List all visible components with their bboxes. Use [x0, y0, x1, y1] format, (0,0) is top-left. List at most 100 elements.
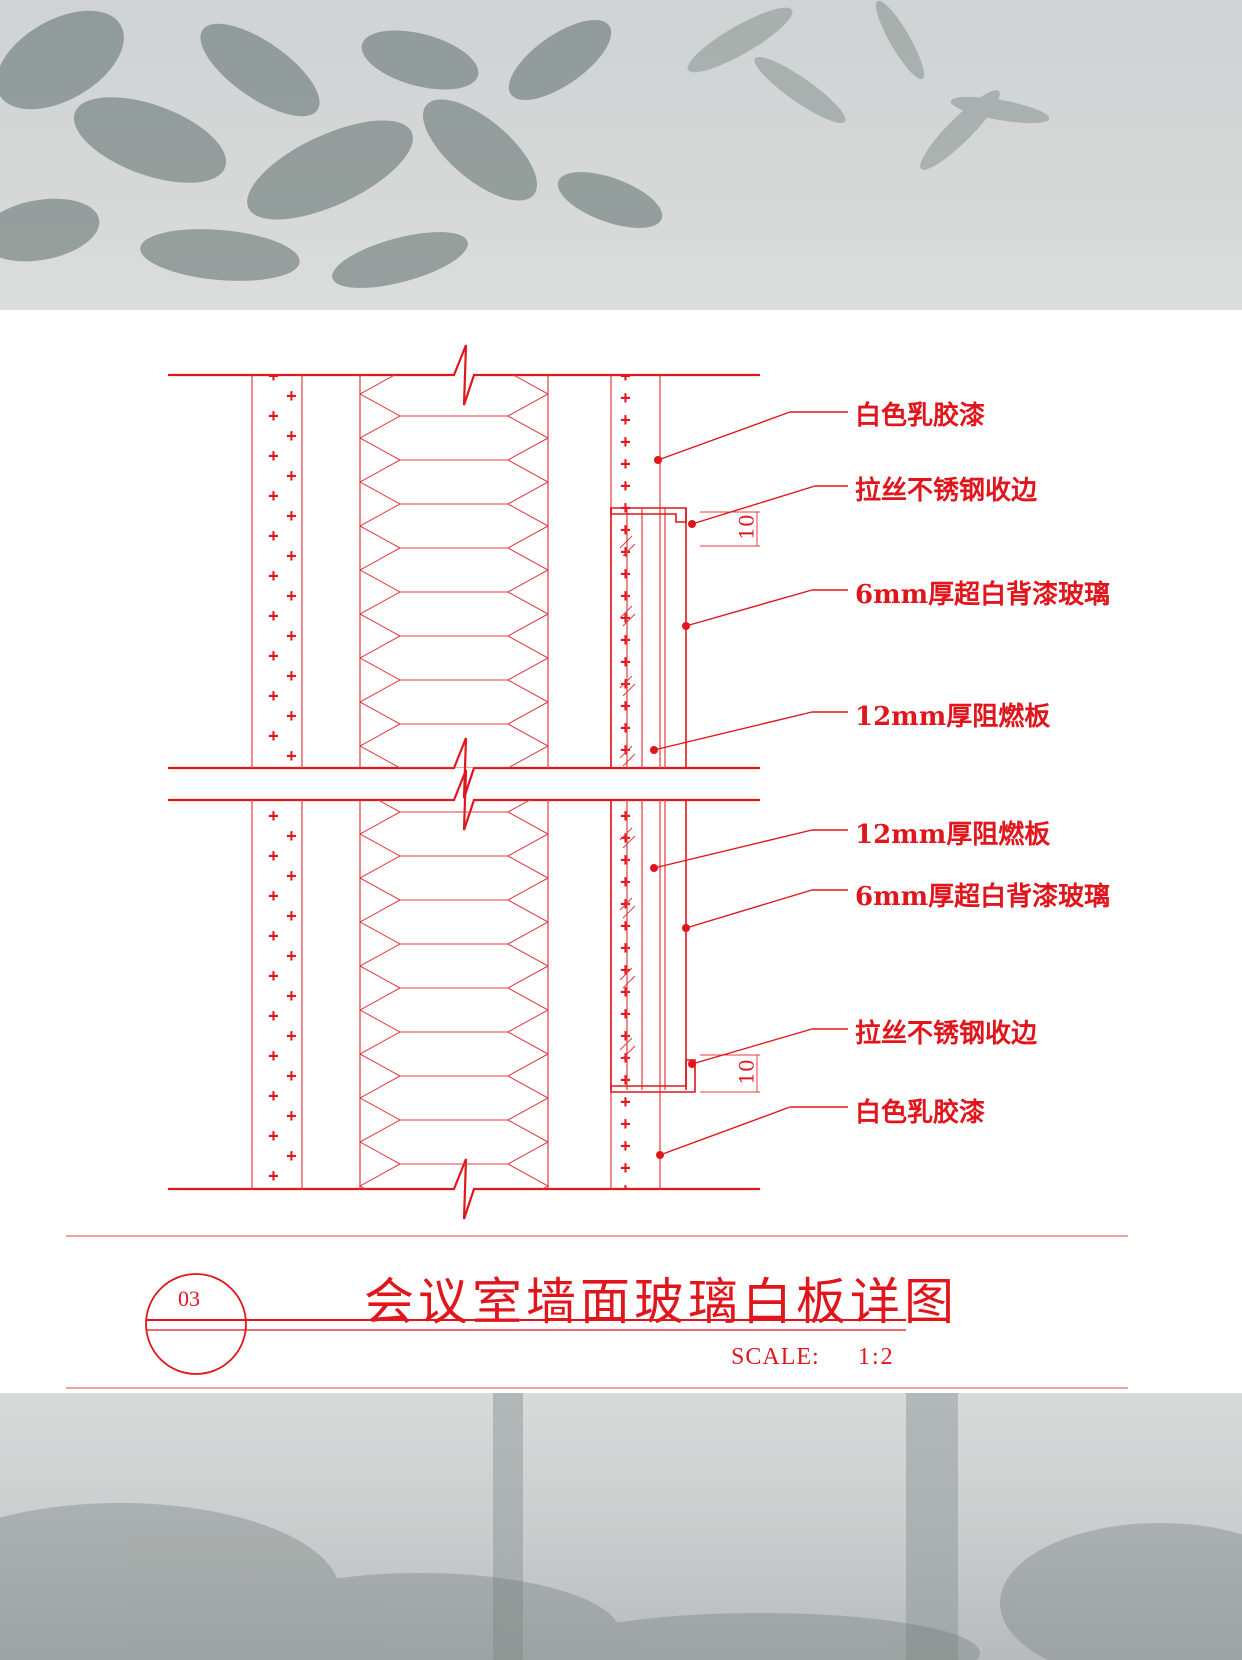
- dimension-line-bottom: [700, 1054, 760, 1093]
- plaster-hatch: +: [620, 1117, 631, 1132]
- plaster-hatch: +: [620, 699, 631, 714]
- insulation-pattern: [358, 1031, 550, 1121]
- plaster-hatch: +: [620, 655, 631, 670]
- plaster-hatch: +: [268, 689, 279, 704]
- plaster-hatch: +: [286, 749, 297, 764]
- plaster-hatch: +: [268, 889, 279, 904]
- leader-steel-trim-bottom-dot: [688, 1060, 696, 1068]
- glass-hatch: [619, 827, 633, 841]
- top-decorative-band: [0, 0, 1242, 310]
- glass-hatch: [622, 753, 636, 767]
- plaster-hatch: +: [286, 509, 297, 524]
- plaster-hatch: +: [620, 1073, 631, 1088]
- mist-forest-illustration: [0, 1393, 1242, 1660]
- plaster-hatch: +: [286, 869, 297, 884]
- plaster-hatch: +: [286, 629, 297, 644]
- plaster-hatch: +: [620, 611, 631, 626]
- insulation-pattern: [358, 1119, 550, 1189]
- plaster-hatch: +: [620, 435, 631, 450]
- plaster-hatch: +: [620, 831, 631, 846]
- plaster-hatch: +: [620, 567, 631, 582]
- leader-fireproof-board-bottom-dot: [650, 864, 658, 872]
- plaster-hatch: +: [620, 457, 631, 472]
- detail-number: 03: [178, 1286, 200, 1311]
- glass-hatch: [622, 1045, 636, 1059]
- glass-hatch: [619, 967, 633, 981]
- plaster-hatch: +: [620, 809, 631, 824]
- callout-label-glass-bottom: 6mm厚超白背漆玻璃: [855, 882, 1111, 912]
- plaster-hatch: +: [620, 1161, 631, 1176]
- leader-glass-bottom-dot: [682, 924, 690, 932]
- plaster-hatch: +: [620, 1095, 631, 1110]
- callout-label-steel-trim-top: 拉丝不锈钢收边: [855, 476, 1038, 506]
- plaster-hatch: +: [268, 849, 279, 864]
- plaster-hatch: +: [286, 789, 297, 804]
- glass-hatch: [622, 683, 636, 697]
- plaster-hatch: +: [268, 449, 279, 464]
- leader-steel-trim-top: [691, 485, 816, 525]
- callout-label-latex-paint-top: 白色乳胶漆: [855, 401, 986, 431]
- plaster-hatch: +: [620, 985, 631, 1000]
- callout-label-fireproof-board-bottom: 12mm厚阻燃板: [855, 820, 1051, 850]
- callout-label-fireproof-board-top: 12mm厚阻燃板: [855, 702, 1051, 732]
- callout-label-glass-top: 6mm厚超白背漆玻璃: [855, 580, 1111, 610]
- break-line: [168, 1158, 760, 1220]
- plaster-hatch: +: [286, 1069, 297, 1084]
- plaster-hatch: +: [620, 853, 631, 868]
- plaster-hatch: +: [620, 1051, 631, 1066]
- plaster-hatch: +: [620, 413, 631, 428]
- plaster-hatch: +: [268, 1009, 279, 1024]
- plaster-hatch: +: [268, 1129, 279, 1144]
- plaster-hatch: +: [286, 829, 297, 844]
- plaster-hatch: +: [620, 743, 631, 758]
- leader-latex-paint-top-dot: [654, 456, 662, 464]
- plaster-hatch: +: [620, 787, 631, 802]
- leader-fireproof-board-top-dot: [650, 746, 658, 754]
- plaster-hatch: +: [268, 769, 279, 784]
- plaster-hatch: +: [620, 633, 631, 648]
- plaster-hatch: +: [620, 589, 631, 604]
- glass-hatch: [619, 897, 633, 911]
- callout-label-latex-paint-bottom: 白色乳胶漆: [855, 1098, 986, 1128]
- glass-hatch: [622, 543, 636, 557]
- insulation-pattern: [358, 679, 550, 768]
- plaster-hatch: +: [286, 709, 297, 724]
- drawing-title: 会议室墙面玻璃白板详图: [364, 1273, 958, 1331]
- steel-trim-top: [610, 507, 687, 523]
- plaster-hatch: +: [286, 389, 297, 404]
- insulation-pattern: [358, 591, 550, 681]
- leader-fireproof-board-bottom: [653, 829, 813, 869]
- plaster-hatch: +: [268, 969, 279, 984]
- break-line: [168, 769, 760, 831]
- plaster-hatch: +: [268, 1169, 279, 1184]
- plaster-hatch: +: [268, 729, 279, 744]
- plaster-hatch: +: [620, 677, 631, 692]
- dimension-text-top: 10: [734, 514, 759, 540]
- plaster-hatch: +: [268, 609, 279, 624]
- plaster-hatch: +: [286, 1109, 297, 1124]
- plaster-hatch: +: [268, 649, 279, 664]
- plaster-hatch: +: [268, 769, 279, 784]
- scale-value: 1:2: [858, 1344, 895, 1370]
- plaster-hatch: +: [268, 929, 279, 944]
- plaster-hatch: +: [286, 909, 297, 924]
- leader-glass-top-dot: [682, 622, 690, 630]
- lower-section: ++++++++++++++++++++++++++++++++++++++++…: [251, 769, 696, 1189]
- plaster-hatch: +: [620, 523, 631, 538]
- bottom-decorative-band: [0, 1393, 1242, 1660]
- glass-hatch: [622, 975, 636, 989]
- leader-glass-top: [685, 589, 813, 627]
- plaster-hatch: +: [620, 391, 631, 406]
- glass-hatch: [619, 1037, 633, 1051]
- plaster-hatch: +: [268, 809, 279, 824]
- glass-hatch: [619, 605, 633, 619]
- plaster-hatch: +: [268, 1089, 279, 1104]
- insulation-pattern: [358, 943, 550, 1033]
- plaster-hatch: +: [620, 545, 631, 560]
- leader-steel-trim-bottom: [691, 1028, 813, 1065]
- glass-hatch: [622, 613, 636, 627]
- glass-hatch: [619, 745, 633, 759]
- plaster-hatch: +: [620, 721, 631, 736]
- leader-glass-bottom: [685, 889, 813, 929]
